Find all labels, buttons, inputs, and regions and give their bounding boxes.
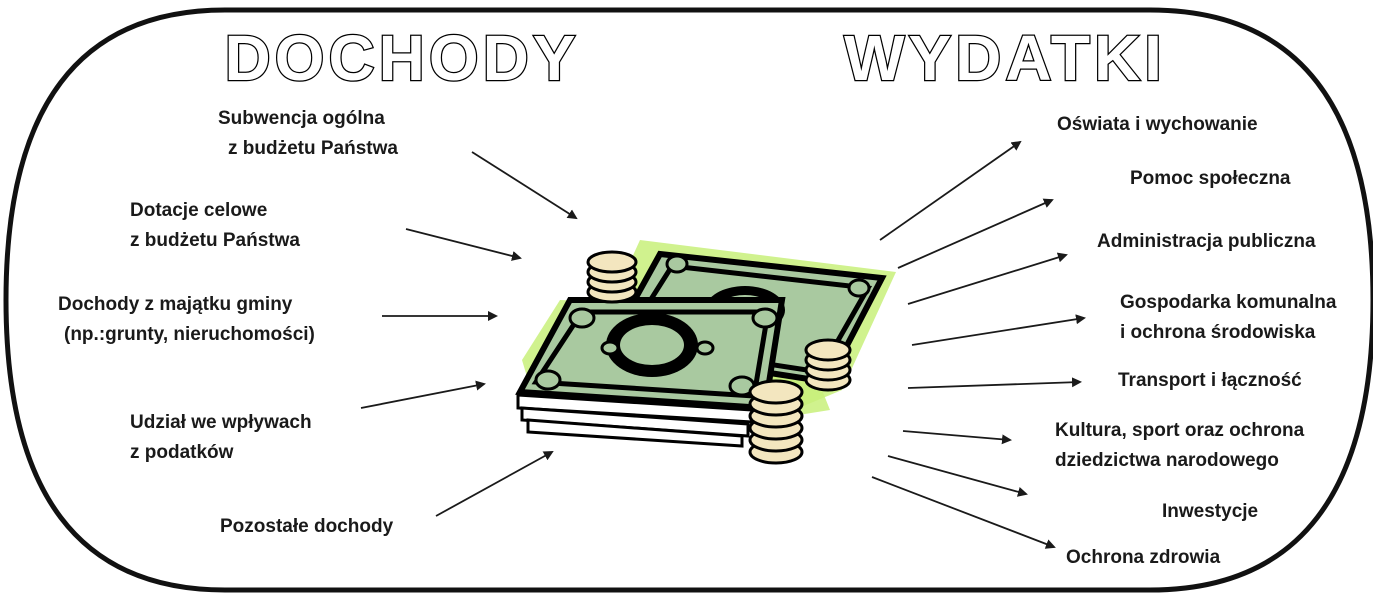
arrow-income-4 (360, 380, 486, 409)
income-item: Udział we wpływach z podatków (130, 408, 312, 468)
expense-item: Pomoc społeczna (1130, 164, 1291, 194)
heading-income: DOCHODY (224, 22, 579, 94)
expense-item-line2: i ochrona środowiska (1120, 322, 1316, 343)
expense-item: Oświata i wychowanie (1057, 110, 1258, 140)
arrow-expense-6 (902, 430, 1012, 445)
expense-item-line1: Kultura, sport oraz ochrona (1055, 420, 1305, 441)
income-item-line1: Dotacje celowe (130, 200, 268, 221)
heading-expenses: WYDATKI (844, 22, 1166, 94)
arrow-expense-7 (887, 455, 1028, 497)
income-item-line2: z budżetu Państwa (130, 230, 300, 251)
arrow-income-5 (435, 451, 554, 517)
income-item: Dochody z majątku gminy (np.:grunty, nie… (58, 290, 315, 350)
arrow-expense-8 (871, 476, 1056, 549)
coin-stack-right (804, 338, 852, 392)
income-item-line1: Dochody z majątku gminy (58, 294, 293, 315)
expense-item: Ochrona zdrowia (1066, 543, 1220, 573)
coin-stack-left (586, 250, 638, 304)
expense-item-line1: Ochrona zdrowia (1066, 547, 1221, 568)
expense-item-line1: Gospodarka komunalna (1120, 292, 1337, 313)
income-arrows (360, 151, 578, 517)
rounded-frame (3, 7, 1373, 593)
arrow-income-2 (405, 228, 522, 261)
coin-stack-front (748, 379, 804, 465)
expense-item: Transport i łączność (1118, 366, 1302, 396)
income-item: Subwencja ogólna z budżetu Państwa (218, 104, 398, 164)
income-item: Dotacje celowe z budżetu Państwa (130, 196, 300, 256)
income-item-line2: z budżetu Państwa (228, 138, 398, 159)
income-item-line1: Udział we wpływach (130, 412, 312, 433)
money-illustration (515, 240, 896, 465)
expense-item: Administracja publiczna (1097, 227, 1316, 257)
expense-item: Kultura, sport oraz ochrona dziedzictwa … (1055, 416, 1304, 476)
expense-item-line2: dziedzictwa narodowego (1055, 450, 1279, 471)
income-item-line2: z podatków (130, 442, 234, 463)
expense-arrows (871, 140, 1086, 549)
expense-item-line1: Pomoc społeczna (1130, 168, 1291, 189)
arrow-expense-2 (897, 198, 1054, 269)
expense-item-line1: Administracja publiczna (1097, 231, 1316, 252)
arrow-expense-1 (879, 140, 1022, 241)
income-item-line2: (np.:grunty, nieruchomości) (64, 324, 315, 345)
expense-item-line1: Oświata i wychowanie (1057, 114, 1258, 135)
income-item: Pozostałe dochody (220, 512, 393, 542)
bill-front (515, 297, 786, 412)
expense-item: Gospodarka komunalna i ochrona środowisk… (1120, 288, 1336, 348)
income-item-line1: Subwencja ogólna (218, 108, 385, 129)
expense-item-line1: Transport i łączność (1118, 370, 1302, 391)
arrow-expense-3 (907, 252, 1068, 305)
arrow-expense-4 (911, 314, 1086, 346)
expense-item: Inwestycje (1162, 497, 1258, 527)
expense-item-line1: Inwestycje (1162, 501, 1259, 522)
arrow-expense-5 (907, 377, 1082, 389)
arrow-income-1 (471, 151, 578, 220)
income-item-line1: Pozostałe dochody (220, 516, 394, 537)
